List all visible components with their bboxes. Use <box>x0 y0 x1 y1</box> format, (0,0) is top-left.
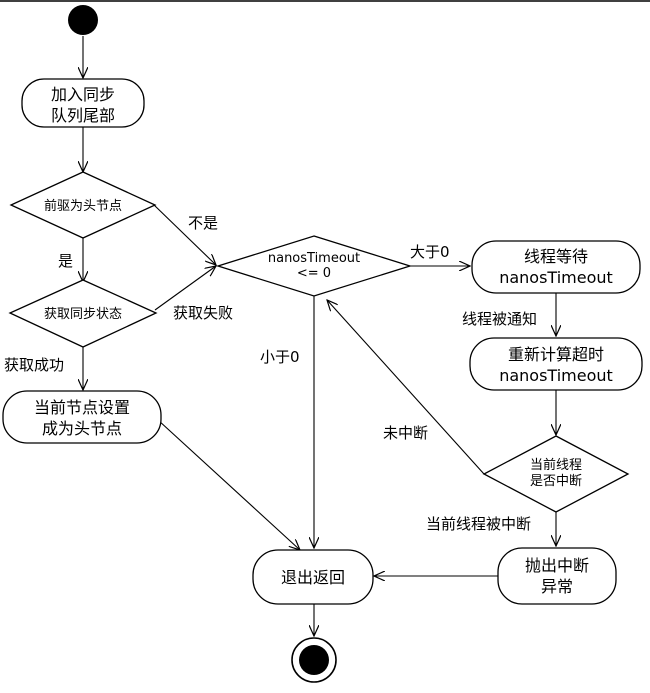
label-greater-than-zero: 大于0 <box>410 243 450 261</box>
node-thread-wait-line2: nanosTimeout <box>499 268 613 287</box>
decision-nanos-timeout-line2: <= 0 <box>297 266 331 281</box>
node-throw-interrupt: 抛出中断 异常 <box>497 547 617 605</box>
node-enqueue-line2: 队列尾部 <box>51 106 115 125</box>
edge-intcheck-nanos <box>327 300 485 475</box>
decision-interrupted: 当前线程 是否中断 <box>482 435 630 513</box>
label-acquire-success: 获取成功 <box>4 356 64 374</box>
edge-sethead-exit <box>157 419 300 550</box>
node-recalc-timeout: 重新计算超时 nanosTimeout <box>469 337 643 391</box>
decision-pred-is-head-text: 前驱为头节点 <box>44 198 122 214</box>
node-enqueue-line1: 加入同步 <box>51 85 115 104</box>
decision-pred-is-head: 前驱为头节点 <box>9 171 157 239</box>
node-enqueue: 加入同步 队列尾部 <box>21 78 145 128</box>
node-exit-return-text: 退出返回 <box>281 568 345 587</box>
node-exit-return: 退出返回 <box>252 549 374 605</box>
decision-interrupted-line2: 是否中断 <box>530 474 582 489</box>
node-throw-interrupt-line2: 异常 <box>541 577 573 596</box>
label-acquire-fail: 获取失败 <box>173 304 233 322</box>
node-set-head: 当前节点设置 成为头节点 <box>2 390 162 444</box>
node-recalc-timeout-line1: 重新计算超时 <box>508 345 604 364</box>
start-node <box>68 5 98 35</box>
decision-acquire-state: 获取同步状态 <box>8 279 158 348</box>
decision-nanos-timeout-line1: nanosTimeout <box>268 251 360 266</box>
node-throw-interrupt-line1: 抛出中断 <box>525 556 589 575</box>
node-recalc-timeout-line2: nanosTimeout <box>499 366 613 385</box>
edge-pred-nanos <box>152 203 216 265</box>
decision-interrupted-line1: 当前线程 <box>530 457 582 473</box>
decision-acquire-state-text: 获取同步状态 <box>44 307 122 322</box>
node-thread-wait-line1: 线程等待 <box>524 247 588 266</box>
label-thread-interrupted: 当前线程被中断 <box>426 515 531 533</box>
label-is-head: 是 <box>58 252 73 270</box>
label-not-interrupted: 未中断 <box>383 424 428 442</box>
node-set-head-line1: 当前节点设置 <box>34 398 130 417</box>
label-not-head: 不是 <box>188 214 218 232</box>
label-thread-notified: 线程被通知 <box>462 310 537 328</box>
node-set-head-line2: 成为头节点 <box>42 419 122 438</box>
edge-acquire-nanos <box>154 266 216 311</box>
decision-nanos-timeout: nanosTimeout <= 0 <box>215 235 413 297</box>
edges <box>83 36 556 636</box>
label-less-than-zero: 小于0 <box>260 348 300 366</box>
node-thread-wait: 线程等待 nanosTimeout <box>471 240 641 294</box>
end-node <box>291 637 337 683</box>
